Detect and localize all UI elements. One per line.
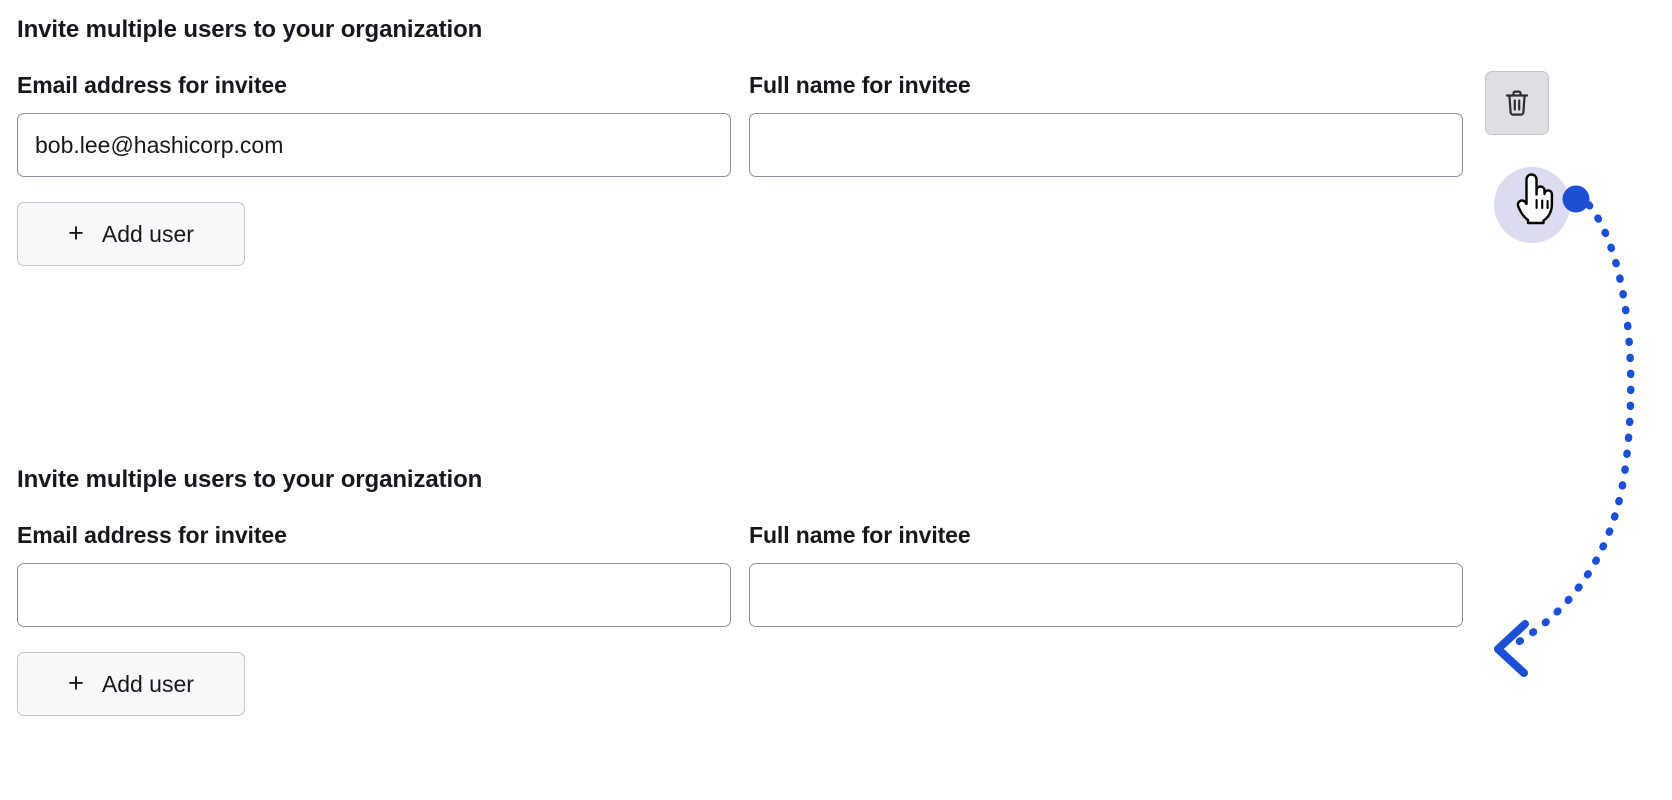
email-field-group-2: Email address for invitee <box>17 521 731 627</box>
plus-icon-2: + <box>68 667 84 698</box>
trash-icon <box>1504 89 1530 117</box>
email-input-2[interactable] <box>17 563 731 627</box>
email-input[interactable] <box>17 113 731 177</box>
email-field-label-2: Email address for invitee <box>17 522 287 548</box>
click-dot-marker <box>1562 185 1590 213</box>
add-user-button-2[interactable]: + Add user <box>17 652 245 716</box>
add-user-label: Add user <box>101 220 194 247</box>
fullname-field-label: Full name for invitee <box>749 72 971 98</box>
page-title-secondary: Invite multiple users to your organizati… <box>17 466 483 493</box>
plus-icon: + <box>68 217 84 248</box>
invite-fields-row-2: Email address for invitee Full name for … <box>17 521 1463 627</box>
cursor-halo <box>1494 167 1570 243</box>
add-user-label-2: Add user <box>101 670 194 697</box>
delete-row-button[interactable] <box>1485 71 1549 135</box>
email-field-label: Email address for invitee <box>17 72 287 98</box>
add-user-button[interactable]: + Add user <box>17 202 245 266</box>
invite-fields-row-1: Email address for invitee Full name for … <box>17 71 1549 177</box>
page-title: Invite multiple users to your organizati… <box>17 16 483 43</box>
fullname-field-group-2: Full name for invitee <box>749 521 1463 627</box>
chevron-left-arrowhead <box>1494 620 1529 677</box>
email-field-group-1: Email address for invitee <box>17 71 731 177</box>
invite-section-2: Invite multiple users to your organizati… <box>17 465 1463 716</box>
fullname-field-label-2: Full name for invitee <box>749 522 971 548</box>
fullname-input[interactable] <box>749 113 1463 177</box>
curved-dotted-arrow <box>1504 201 1635 652</box>
invite-section-1: Invite multiple users to your organizati… <box>17 15 1549 266</box>
fullname-input-2[interactable] <box>749 563 1463 627</box>
fullname-field-group-1: Full name for invitee <box>749 71 1463 177</box>
pointing-hand-cursor <box>1516 173 1554 225</box>
